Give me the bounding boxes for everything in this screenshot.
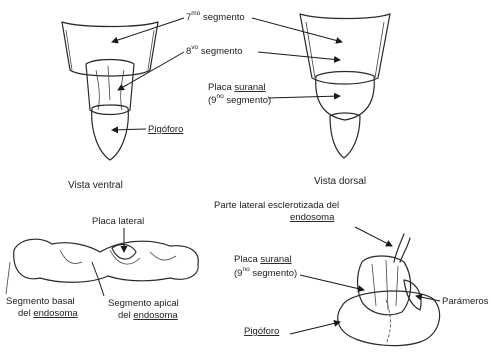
caption-vista-ventral: Vista ventral (68, 180, 123, 191)
label-placa-lateral: Placa lateral (92, 216, 144, 227)
label-segmento-apical-line2: del endosoma (118, 310, 178, 321)
dorsal-view-drawing (300, 14, 390, 158)
lateral-view-drawing (338, 234, 440, 346)
endosoma-drawing (14, 239, 199, 282)
label-9no-segmento-bottom: (9no segmento) (234, 266, 297, 279)
label-pigoforo-top: Pigóforo (148, 124, 183, 135)
ventral-view-drawing (62, 22, 158, 160)
label-parte-lateral: Parte lateral esclerotizada del (214, 200, 339, 211)
label-pigoforo-bottom: Pigóforo (244, 326, 279, 337)
label-8vo-segmento: 8vo segmento (186, 44, 243, 57)
label-parte-lateral-line2: endosoma (290, 212, 335, 223)
label-9no-segmento-top: (9no segmento) (208, 93, 271, 106)
label-segmento-basal-line2: del endosoma (18, 308, 78, 319)
label-7mo-segmento: 7mo segmento (186, 10, 245, 23)
label-parameros: Parámeros (442, 296, 489, 307)
label-placa-suranal-top: Placa suranal (208, 82, 266, 93)
label-placa-suranal-bottom: Placa suranal (234, 254, 292, 265)
label-segmento-basal: Segmento basal (6, 296, 75, 307)
caption-vista-dorsal: Vista dorsal (314, 176, 366, 187)
label-segmento-apical: Segmento apical (108, 298, 179, 309)
